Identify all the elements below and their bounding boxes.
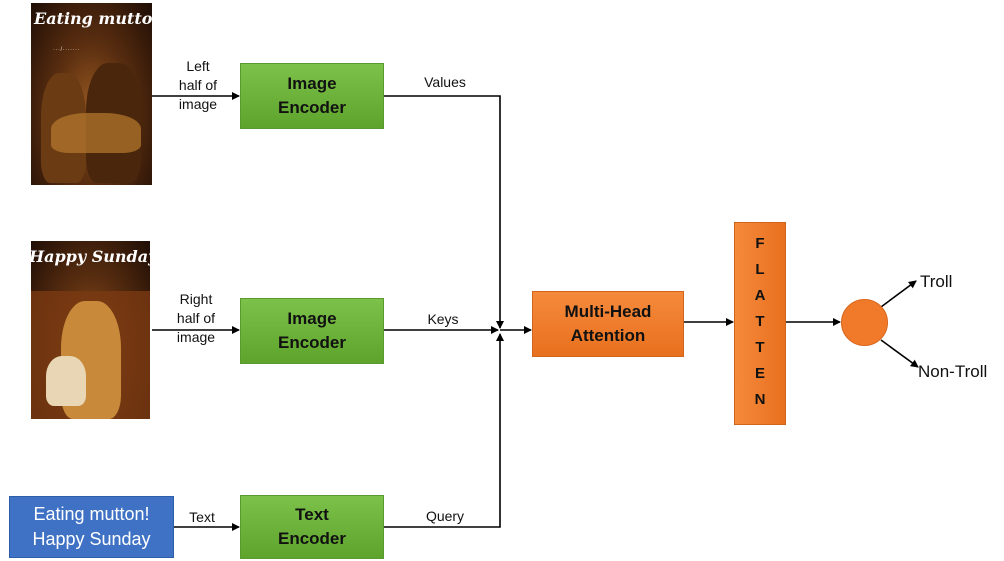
arrow-classifier-to-troll bbox=[880, 280, 917, 308]
output-troll: Troll bbox=[920, 272, 953, 291]
label-text: Text bbox=[189, 509, 215, 525]
label-left-half: Left half of image bbox=[168, 57, 228, 114]
arrow-classifier-to-non-troll bbox=[880, 339, 919, 368]
image-encoder-top: Image Encoder bbox=[240, 63, 384, 129]
image-encoder-top-line-1: Image bbox=[287, 74, 337, 93]
label-right-half-line-1: Right bbox=[179, 291, 213, 307]
flatten-letter: T bbox=[755, 313, 765, 330]
label-left-half-line-3: image bbox=[178, 96, 218, 112]
image-encoder-bottom-line-1: Image bbox=[287, 309, 337, 328]
input-text-line-2: Happy Sunday bbox=[32, 529, 151, 549]
label-right-half-line-2: half of bbox=[176, 310, 216, 326]
values-path bbox=[384, 95, 504, 329]
label-left-half-line-2: half of bbox=[178, 77, 218, 93]
input-text-line-1: Eating mutton! bbox=[33, 504, 150, 524]
flatten-letter: L bbox=[755, 261, 765, 278]
label-right-half-line-3: image bbox=[176, 329, 216, 345]
flatten-block: F L A T T E N bbox=[734, 222, 786, 425]
image-encoder-bottom: Image Encoder bbox=[240, 298, 384, 364]
label-query: Query bbox=[425, 508, 465, 524]
label-values: Values bbox=[424, 74, 466, 90]
flatten-letter: E bbox=[754, 365, 765, 382]
label-keys: Keys bbox=[427, 311, 459, 327]
label-right-half: Right half of image bbox=[166, 290, 226, 347]
meme-bottom-caption: Happy Sunday! bbox=[31, 247, 150, 266]
input-text-box: Eating mutton! Happy Sunday bbox=[9, 496, 174, 558]
attention-line-1: Multi-Head bbox=[564, 302, 652, 321]
flatten-letter: F bbox=[755, 235, 765, 252]
flatten-letter: N bbox=[754, 391, 766, 408]
text-encoder-line-1: Text bbox=[295, 505, 329, 524]
flatten-letter: A bbox=[754, 287, 766, 304]
multi-head-attention: Multi-Head Attention bbox=[532, 291, 684, 357]
image-encoder-top-line-2: Encoder bbox=[277, 98, 347, 117]
output-non-troll: Non-Troll bbox=[918, 362, 988, 381]
meme-watermark: ···/······· bbox=[53, 47, 81, 53]
classifier-node bbox=[841, 299, 888, 346]
meme-top-caption: Eating mutton! I bbox=[34, 9, 152, 28]
attention-line-2: Attention bbox=[570, 326, 646, 345]
image-encoder-bottom-line-2: Encoder bbox=[277, 333, 347, 352]
label-left-half-line-1: Left bbox=[186, 58, 210, 74]
text-encoder-line-2: Encoder bbox=[277, 529, 347, 548]
meme-image-top: Eating mutton! I ···/······· bbox=[31, 3, 152, 185]
meme-image-bottom: Happy Sunday! bbox=[31, 241, 150, 419]
flatten-letter: T bbox=[755, 339, 765, 356]
text-encoder: Text Encoder bbox=[240, 495, 384, 559]
query-path bbox=[384, 333, 504, 528]
